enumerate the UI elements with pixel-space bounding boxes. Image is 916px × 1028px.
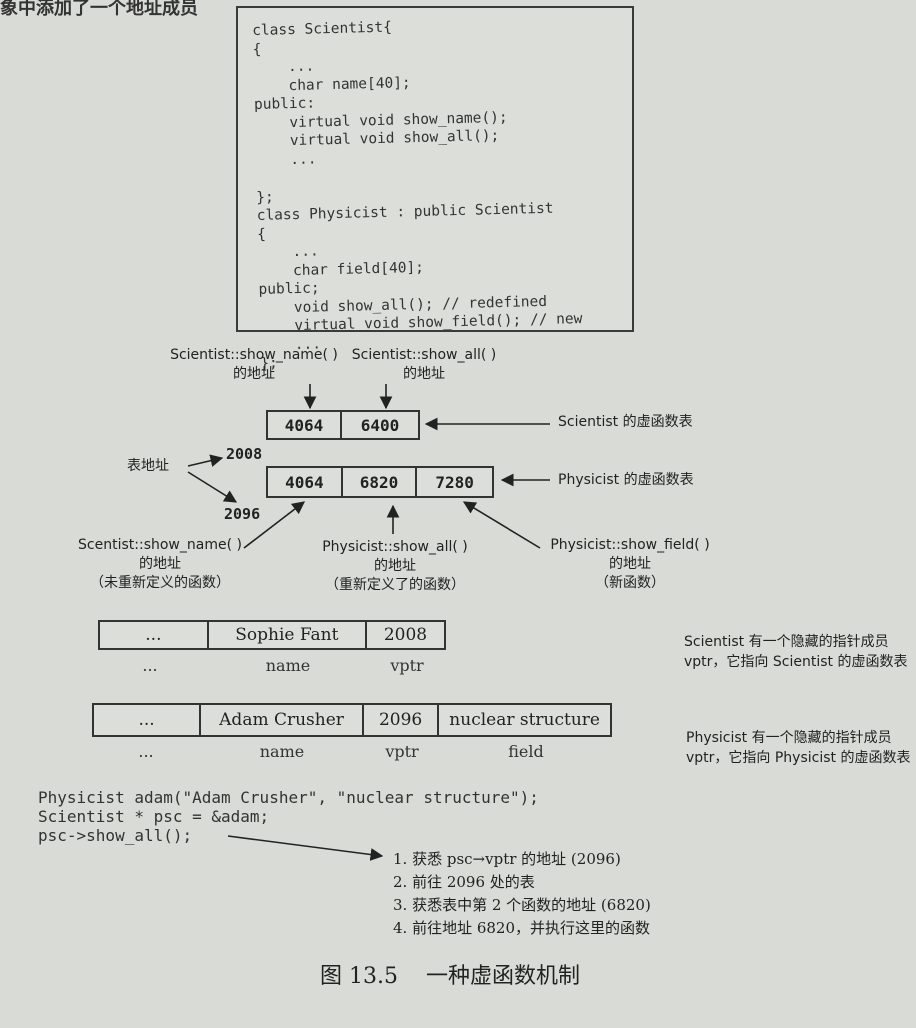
arrow-physicist-show-field xyxy=(462,501,541,549)
label-scientist-vtable: Scientist 的虚函数表 xyxy=(558,414,693,430)
field-label: ... xyxy=(142,656,158,675)
vtable-cell: 4064 xyxy=(268,412,343,438)
label-scientist-show-all: Scientist::show_all( ) 的地址 xyxy=(351,347,497,382)
field-label: name xyxy=(259,742,305,761)
object-cell-name: Sophie Fant xyxy=(209,622,367,648)
step-item: 2. 前往 2096 处的表 xyxy=(393,873,535,891)
label-physicist-show-field: Physicist::show_field( ) 的地址 （新函数） xyxy=(550,537,710,591)
arrow-code-to-steps xyxy=(227,835,384,861)
object-cell-name: Adam Crusher xyxy=(201,705,364,735)
field-label: vptr xyxy=(385,742,419,761)
field-label: vptr xyxy=(390,656,424,675)
field-label: ... xyxy=(138,742,154,761)
address-2008: 2008 xyxy=(226,445,263,463)
field-label: field xyxy=(508,742,544,761)
object-cell-vptr: 2096 xyxy=(364,705,440,735)
vtable-cell: 6400 xyxy=(360,415,400,435)
arrow-inherited-show-name xyxy=(243,501,306,549)
arrow-table-address-2096 xyxy=(187,471,238,503)
object-cell-vptr: 2008 xyxy=(383,625,428,645)
physicist-object: ... Adam Crusher 2096 nuclear structure xyxy=(92,703,612,737)
usage-code: Physicist adam("Adam Crusher", "nuclear … xyxy=(38,788,539,845)
figure-caption: 图 13.5 一种虚函数机制 xyxy=(320,958,580,990)
object-cell: ... xyxy=(94,705,202,735)
vtable-cell: 4064 xyxy=(268,468,343,496)
code-line: Scientist * psc = &adam; xyxy=(38,807,270,826)
scientist-object-note: Scientist 有一个隐藏的指针成员 vptr，它指向 Scientist … xyxy=(684,634,908,670)
object-cell: ... xyxy=(100,622,209,648)
vtable-cell: 7280 xyxy=(435,472,474,492)
figure-title: 一种虚函数机制 xyxy=(425,964,580,989)
label-inherited-show-name: Scentist::show_name( ) 的地址 （未重新定义的函数） xyxy=(78,537,242,591)
figure-number: 图 13.5 xyxy=(320,964,398,989)
vtable-cell: 6820 xyxy=(343,468,418,496)
top-cropped-text: 象中添加了一个地址成员 xyxy=(0,0,198,19)
label-table-address: 表地址 xyxy=(127,458,169,474)
label-physicist-vtable: Physicist 的虚函数表 xyxy=(558,472,694,488)
arrow-table-address-2008 xyxy=(187,454,224,467)
scientist-vtable: 4064 6400 xyxy=(266,410,420,440)
physicist-vtable: 4064 6820 7280 xyxy=(266,466,494,498)
physicist-object-note: Physicist 有一个隐藏的指针成员 vptr，它指向 Physicist … xyxy=(686,730,911,766)
code-line: psc->show_all(); xyxy=(38,826,193,845)
object-cell-field: nuclear structure xyxy=(449,710,600,730)
label-scientist-show-name: Scientist::show_name( ) 的地址 xyxy=(170,347,338,382)
call-steps: 1. 获悉 psc→vptr 的地址 (2096) 2. 前往 2096 处的表… xyxy=(393,848,651,940)
field-label: name xyxy=(265,656,311,675)
class-definition-code-box: class Scientist{ { ... char name[40]; pu… xyxy=(236,6,634,372)
label-physicist-show-all: Physicist::show_all( ) 的地址 （重新定义了的函数） xyxy=(322,539,468,593)
step-item: 3. 获悉表中第 2 个函数的地址 (6820) xyxy=(393,896,651,914)
code-line: Physicist adam("Adam Crusher", "nuclear … xyxy=(38,788,539,807)
step-item: 4. 前往地址 6820，并执行这里的函数 xyxy=(393,919,651,937)
scientist-object: ... Sophie Fant 2008 xyxy=(98,620,446,650)
address-2096: 2096 xyxy=(224,505,261,523)
step-item: 1. 获悉 psc→vptr 的地址 (2096) xyxy=(393,850,621,868)
